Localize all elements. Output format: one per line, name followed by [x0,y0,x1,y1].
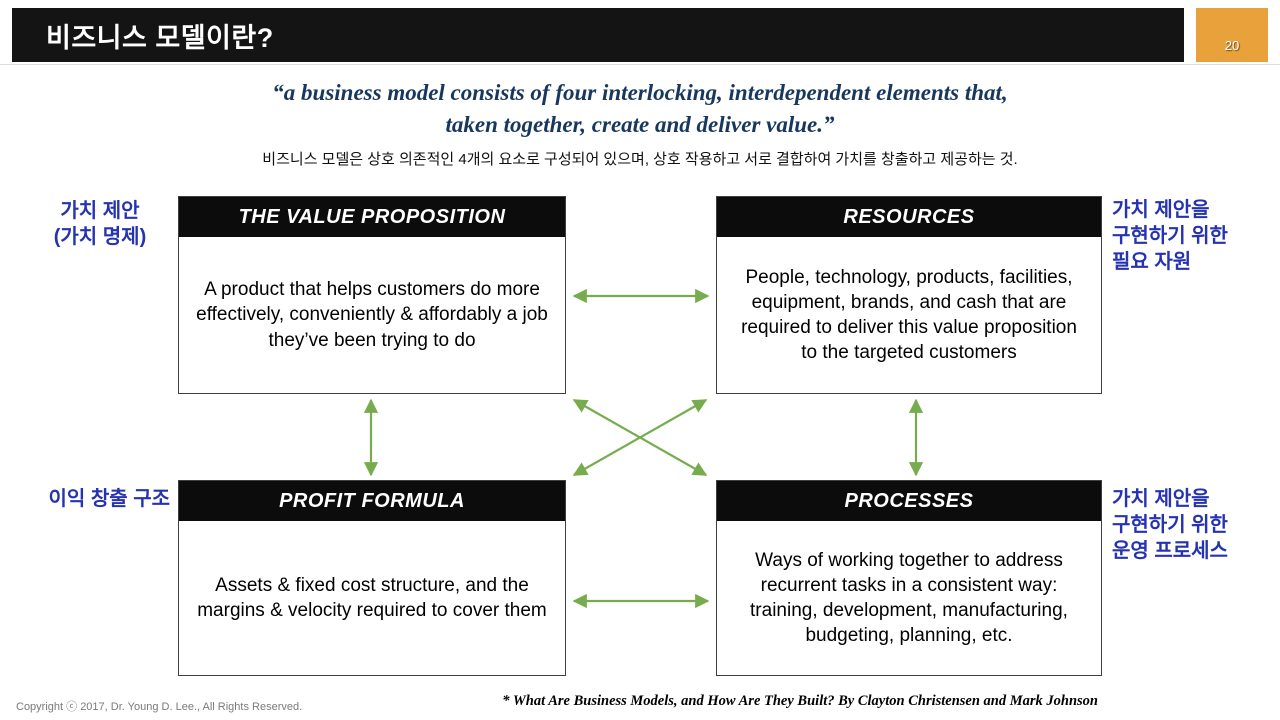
box-resources: RESOURCES People, technology, products, … [716,196,1102,394]
box-profit-formula-body: Assets & fixed cost structure, and the m… [197,574,547,621]
box-value-proposition: THE VALUE PROPOSITION A product that hel… [178,196,566,394]
box-processes: PROCESSES Ways of working together to ad… [716,480,1102,676]
label-profit-formula-ko: 이익 창출 구조 [48,488,170,510]
label-processes-ko: 가치 제안을 구현하기 위한 운영 프로세스 [1112,488,1228,562]
box-processes-title: PROCESSES [717,481,1101,521]
quote-line-1: “a business model consists of four inter… [272,80,1008,105]
box-processes-body: Ways of working together to address recu… [750,549,1068,647]
page-number-badge: 20 [1196,8,1268,62]
quote-line-2: taken together, create and deliver value… [445,112,835,137]
label-resources-ko: 가치 제안을 구현하기 위한 필요 자원 [1112,199,1228,273]
page-number: 20 [1224,38,1240,53]
reference-footnote: * What Are Business Models, and How Are … [502,693,1098,709]
box-profit-formula: PROFIT FORMULA Assets & fixed cost struc… [178,480,566,676]
slide-header-bar: 비즈니스 모델이란? [12,8,1184,62]
header-divider [0,64,1280,65]
box-profit-formula-title: PROFIT FORMULA [179,481,565,521]
box-value-proposition-body: A product that helps customers do more e… [196,279,548,351]
quote-subtitle-korean: 비즈니스 모델은 상호 의존적인 4개의 요소로 구성되어 있으며, 상호 작용… [262,151,1018,168]
box-resources-title: RESOURCES [717,197,1101,237]
slide-title: 비즈니스 모델이란? [46,22,274,53]
box-value-proposition-title: THE VALUE PROPOSITION [179,197,565,237]
box-resources-body: People, technology, products, facilities… [741,266,1077,364]
label-value-proposition-ko: 가치 제안 (가치 명제) [53,200,147,248]
copyright-text: Copyright ⓒ 2017, Dr. Young D. Lee., All… [16,701,303,713]
